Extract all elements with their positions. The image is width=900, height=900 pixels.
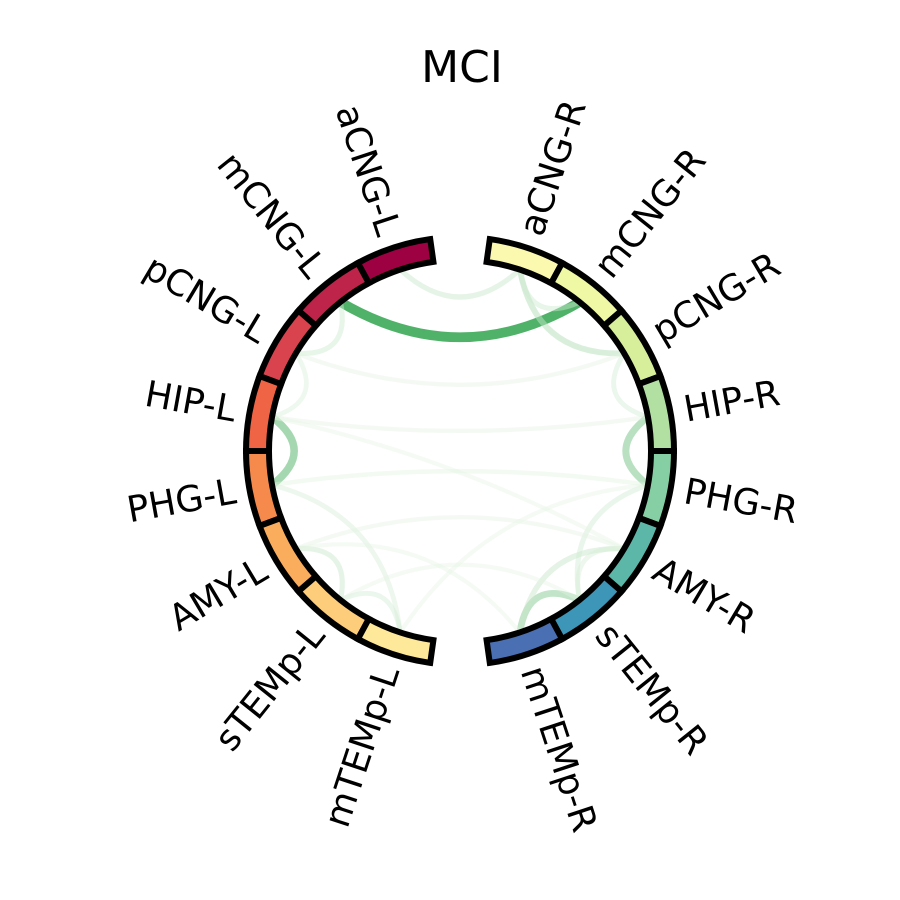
- node-segment-mTEMp-R: [483, 614, 567, 667]
- link-mCNG-L-mCNG-R: [335, 297, 585, 342]
- node-segment-mCNG-L: [294, 258, 373, 330]
- links-layer: [268, 266, 652, 636]
- node-segment-AMY-L: [255, 514, 321, 596]
- link-pCNG-L-pCNG-R: [293, 351, 627, 387]
- node-label-pCNG-R: pCNG-R: [645, 245, 787, 352]
- link-aCNG-R-pCNG-R: [516, 266, 628, 357]
- link-mTEMp-L-PHG-R: [398, 482, 651, 635]
- node-label-PHG-R: PHG-R: [681, 471, 801, 532]
- node-label-sTEMp-R: sTEMp-R: [587, 616, 716, 763]
- node-label-aCNG-R: aCNG-R: [512, 95, 595, 241]
- node-segment-pCNG-L: [255, 306, 321, 388]
- link-sTEMp-L-mTEMp-L: [337, 590, 403, 635]
- node-segment-PHG-L: [242, 448, 285, 530]
- link-PHG-L-mTEMp-L: [269, 482, 403, 635]
- node-segment-aCNG-R: [483, 235, 567, 288]
- nodes-layer: [242, 235, 678, 667]
- link-sTEMp-R-mTEMp-R: [516, 590, 583, 636]
- node-label-AMY-R: AMY-R: [645, 550, 762, 642]
- link-AMY-R-mTEMp-R: [517, 546, 627, 636]
- link-HIP-L-HIP-R: [269, 414, 651, 434]
- link-AMY-L-mTEMp-R: [293, 542, 522, 635]
- diagram-title: MCI: [421, 42, 503, 93]
- node-label-PHG-L: PHG-L: [124, 471, 239, 531]
- link-aCNG-R-mCNG-R: [517, 267, 583, 312]
- link-AMY-L-sTEMp-L: [293, 545, 345, 603]
- node-label-mCNG-R: mCNG-R: [587, 141, 715, 286]
- node-label-pCNG-L: pCNG-L: [137, 247, 275, 352]
- link-HIP-L-AMY-R: [269, 414, 627, 551]
- node-segment-sTEMp-L: [294, 572, 373, 644]
- link-HIP-L-PHG-L: [268, 413, 298, 489]
- link-mCNG-L-pCNG-L: [293, 299, 345, 356]
- node-label-AMY-L: AMY-L: [162, 550, 274, 640]
- node-label-HIP-L: HIP-L: [142, 374, 239, 431]
- node-segment-HIP-L: [242, 372, 285, 454]
- node-segment-mTEMp-L: [353, 614, 437, 667]
- link-AMY-R-sTEMp-R: [575, 546, 627, 603]
- link-HIP-R-PHG-R: [622, 413, 652, 489]
- link-pCNG-R-HIP-R: [611, 350, 651, 420]
- node-label-mTEMp-R: mTEMp-R: [512, 661, 605, 837]
- node-label-HIP-R: HIP-R: [681, 373, 783, 431]
- link-PHG-L-PHG-R: [269, 468, 651, 488]
- node-label-aCNG-L: aCNG-L: [327, 100, 408, 241]
- link-PHG-R-sTEMp-R: [574, 482, 651, 603]
- link-aCNG-L-aCNG-R: [397, 267, 523, 300]
- node-label-sTEMp-L: sTEMp-L: [207, 616, 333, 759]
- node-label-mTEMp-L: mTEMp-L: [317, 661, 408, 832]
- node-label-mCNG-L: mCNG-L: [209, 145, 334, 286]
- link-AMY-L-AMY-R: [293, 515, 627, 551]
- node-segment-aCNG-L: [353, 235, 437, 288]
- link-pCNG-L-HIP-L: [269, 350, 309, 420]
- link-sTEMp-L-sTEMp-R: [338, 562, 582, 603]
